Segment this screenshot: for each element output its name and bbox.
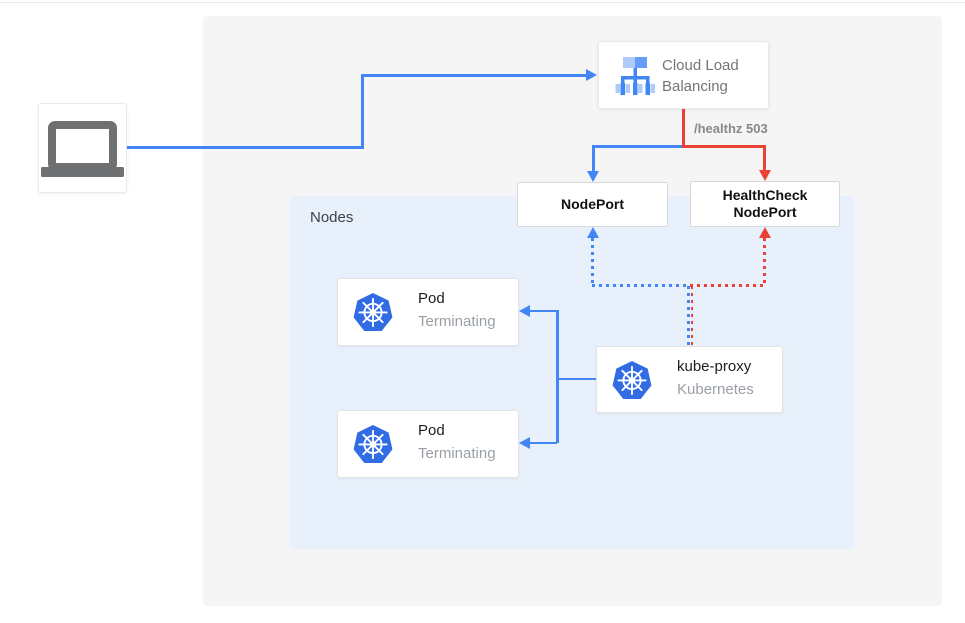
kubeproxy-dotted-stem [687,286,690,345]
load-balancer-label-line2: Balancing [662,78,728,95]
kubeproxy-to-healthcheck-dotted [763,238,766,284]
arrowhead-up-nodeport [587,227,599,238]
pod-node-2: Pod Terminating [337,410,519,478]
lb-healthcheck-line [682,145,766,148]
lb-healthcheck-line [682,109,685,147]
laptop-icon [41,121,124,177]
arrowhead-up-healthcheck-nodeport [759,227,771,238]
kubeproxy-to-nodeport-dotted [592,284,690,287]
kubernetes-icon [612,361,652,399]
healthcheck-label-line2: NodePort [733,204,797,220]
client-to-lb-line [361,74,364,149]
pod-node-1: Pod Terminating [337,278,519,346]
arrowhead-into-healthcheck-nodeport [759,170,771,181]
kubernetes-icon [353,425,393,463]
client-device-node [38,103,127,193]
nodeport-node: NodePort [517,182,668,227]
kubeproxy-to-healthcheck-dotted [690,284,766,287]
client-to-lb-line [361,74,586,77]
kubeproxy-to-pod2-line [530,441,557,444]
kube-proxy-node: kube-proxy Kubernetes [596,346,783,413]
arrowhead-into-pod1 [519,305,530,317]
healthcheck-label-line1: HealthCheck [722,187,808,203]
healthz-503-label: /healthz 503 [694,121,768,136]
lb-healthcheck-line [763,145,766,172]
load-balancer-icon [615,57,655,95]
load-balancer-label-line1: Cloud Load [662,57,739,74]
kubeproxy-dotted-stem [690,286,693,345]
lb-to-nodeport-line [592,145,684,148]
kube-proxy-title: kube-proxy [677,358,752,375]
healthcheck-nodeport-label: HealthCheck NodePort [723,187,808,221]
kubernetes-icon [353,293,393,331]
kubeproxy-to-nodeport-dotted [591,238,594,284]
client-to-lb-line [127,146,363,149]
lb-to-nodeport-line [592,145,595,172]
arrowhead-into-pod2 [519,437,530,449]
arrowhead-into-nodeport [587,171,599,182]
load-balancer-label: Cloud Load Balancing [662,55,739,97]
kubeproxy-to-pods-line [556,310,559,443]
pod-status: Terminating [418,445,496,462]
nodes-label: Nodes [310,209,354,226]
kubeproxy-to-pods-line [557,377,596,380]
top-divider [0,2,965,3]
cloud-load-balancing-node: Cloud Load Balancing [598,41,769,109]
kubeproxy-to-pod1-line [530,309,557,312]
pod-status: Terminating [418,313,496,330]
healthcheck-nodeport-node: HealthCheck NodePort [690,181,840,227]
kube-proxy-subtitle: Kubernetes [677,381,754,398]
pod-title: Pod [418,422,445,439]
arrowhead-into-load-balancer [586,69,597,81]
nodeport-label: NodePort [561,196,624,212]
pod-title: Pod [418,290,445,307]
